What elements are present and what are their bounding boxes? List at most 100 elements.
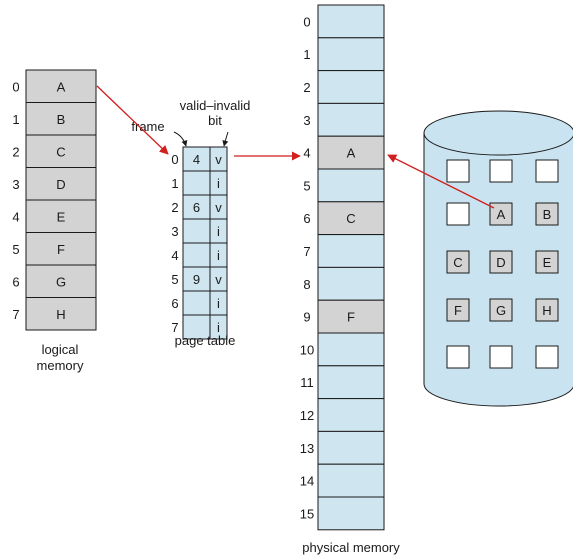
- page-table-frame-number: 9: [193, 272, 200, 287]
- disk-slot: [446, 345, 470, 369]
- valid-invalid-label-line2: bit: [208, 113, 222, 128]
- disk-top: [423, 110, 573, 156]
- page-table-index: 4: [171, 248, 178, 263]
- physical-frame-index: 7: [303, 244, 310, 259]
- page-table-frame-number: 6: [193, 200, 200, 215]
- page-table-index: 6: [171, 296, 178, 311]
- disk-slot: [489, 250, 513, 274]
- page-table-index: 2: [171, 200, 178, 215]
- physical-frame-index: 11: [300, 375, 314, 390]
- mapping-arrows: [96, 85, 495, 209]
- physical-frame-label: C: [346, 211, 355, 226]
- physical-frame-cell: [317, 463, 385, 498]
- physical-frame-index: 10: [300, 342, 314, 357]
- physical-frame-index: 4: [303, 146, 310, 161]
- physical-frame-label: A: [347, 146, 356, 161]
- physical-frame-index: 3: [303, 113, 310, 128]
- physical-frame-index: 13: [300, 441, 314, 456]
- logical-page-index: 7: [12, 307, 19, 322]
- disk-slot-label: E: [543, 255, 552, 270]
- disk-slot: [535, 202, 559, 226]
- physical-frame-index: 12: [300, 408, 314, 423]
- logical-page-label: D: [56, 177, 65, 192]
- page-table-valid-bit: i: [217, 176, 220, 191]
- page-table-frame-cell: [182, 290, 211, 316]
- physical-frame-cell: [317, 365, 385, 400]
- logical-memory-caption-line2: memory: [37, 358, 84, 373]
- logical-page-index: 1: [12, 112, 19, 127]
- logical-page-index: 2: [12, 144, 19, 159]
- disk-slot-label: F: [454, 303, 462, 318]
- disk-slot-label: A: [497, 207, 506, 222]
- page-table-index: 7: [171, 320, 178, 335]
- disk-slot: [446, 159, 470, 183]
- logical-page-index: 0: [12, 79, 19, 94]
- logical-page-cell: [25, 102, 97, 136]
- physical-frame-cell: [317, 299, 385, 334]
- physical-frame-cell: [317, 168, 385, 203]
- physical-frame-cell: [317, 135, 385, 170]
- physical-frame-cell: [317, 398, 385, 432]
- physical-frame-index: 8: [303, 277, 310, 292]
- physical-frame-cell: [317, 37, 385, 72]
- logical-page-index: 3: [12, 177, 19, 192]
- disk-slot-label: B: [543, 207, 552, 222]
- logical-page-label: A: [57, 79, 66, 94]
- physical-frame-index: 14: [300, 474, 314, 489]
- page-table-frame-cell: [182, 170, 211, 196]
- logical-page-cell: [25, 69, 97, 103]
- physical-frame-index: 0: [303, 14, 310, 29]
- logical-page-cell: [25, 232, 97, 266]
- physical-frame-cell: [317, 430, 385, 465]
- physical-frame-cell: [317, 496, 385, 531]
- physical-frame-index: 1: [303, 47, 310, 62]
- valid-bit-pointer-arrow: [222, 131, 229, 147]
- physical-frame-index: 5: [303, 178, 310, 193]
- physical-frame-cell: [317, 201, 385, 236]
- logical-page-index: 4: [12, 209, 19, 224]
- physical-frame-cell: [317, 332, 385, 367]
- frame-pointer-arrow: [173, 131, 188, 147]
- page-table-frame-cell: [182, 266, 211, 292]
- physical-frame-index: 2: [303, 80, 310, 95]
- page-table-valid-bit: v: [215, 272, 222, 287]
- page-table-valid-bit: i: [217, 320, 220, 335]
- logical-page-index: 5: [12, 242, 19, 257]
- disk-slot: [446, 250, 470, 274]
- disk-slot: [489, 202, 513, 226]
- disk-slot: [446, 202, 470, 226]
- disk-slot-label: D: [496, 255, 505, 270]
- physical-memory-caption: physical memory: [302, 540, 400, 555]
- disk-slot: [535, 345, 559, 369]
- physical-frame-label: F: [347, 310, 355, 325]
- disk-slot: [535, 250, 559, 274]
- page-table-frame-cell: [182, 194, 211, 220]
- disk-slot: [489, 298, 513, 322]
- frame-label: frame: [131, 119, 164, 134]
- physical-frame-cell: [317, 102, 385, 137]
- page-table-bit-cell: [209, 314, 228, 340]
- page-table-index: 1: [171, 176, 178, 191]
- disk-slot-label: C: [453, 255, 462, 270]
- physical-frame-cell: [317, 70, 385, 104]
- physical-frame-index: 15: [300, 506, 314, 521]
- page-table-valid-bit: i: [217, 296, 220, 311]
- disk-slot: [489, 159, 513, 183]
- page-table-valid-bit: i: [217, 224, 220, 239]
- physical-frame-index: 6: [303, 211, 310, 226]
- valid-invalid-label-line1: valid–invalid: [180, 98, 251, 113]
- logical-page-label: C: [56, 144, 65, 159]
- logical-page-label: E: [57, 209, 66, 224]
- logical-page-index: 6: [12, 274, 19, 289]
- page-table-index: 5: [171, 272, 178, 287]
- page-table-index: 0: [171, 152, 178, 167]
- disk-slot-label: G: [496, 303, 506, 318]
- page-table-frame-number: 4: [193, 152, 200, 167]
- logical-page-cell: [25, 297, 97, 331]
- page-table-index: 3: [171, 224, 178, 239]
- page-table-frame-cell: [182, 218, 211, 244]
